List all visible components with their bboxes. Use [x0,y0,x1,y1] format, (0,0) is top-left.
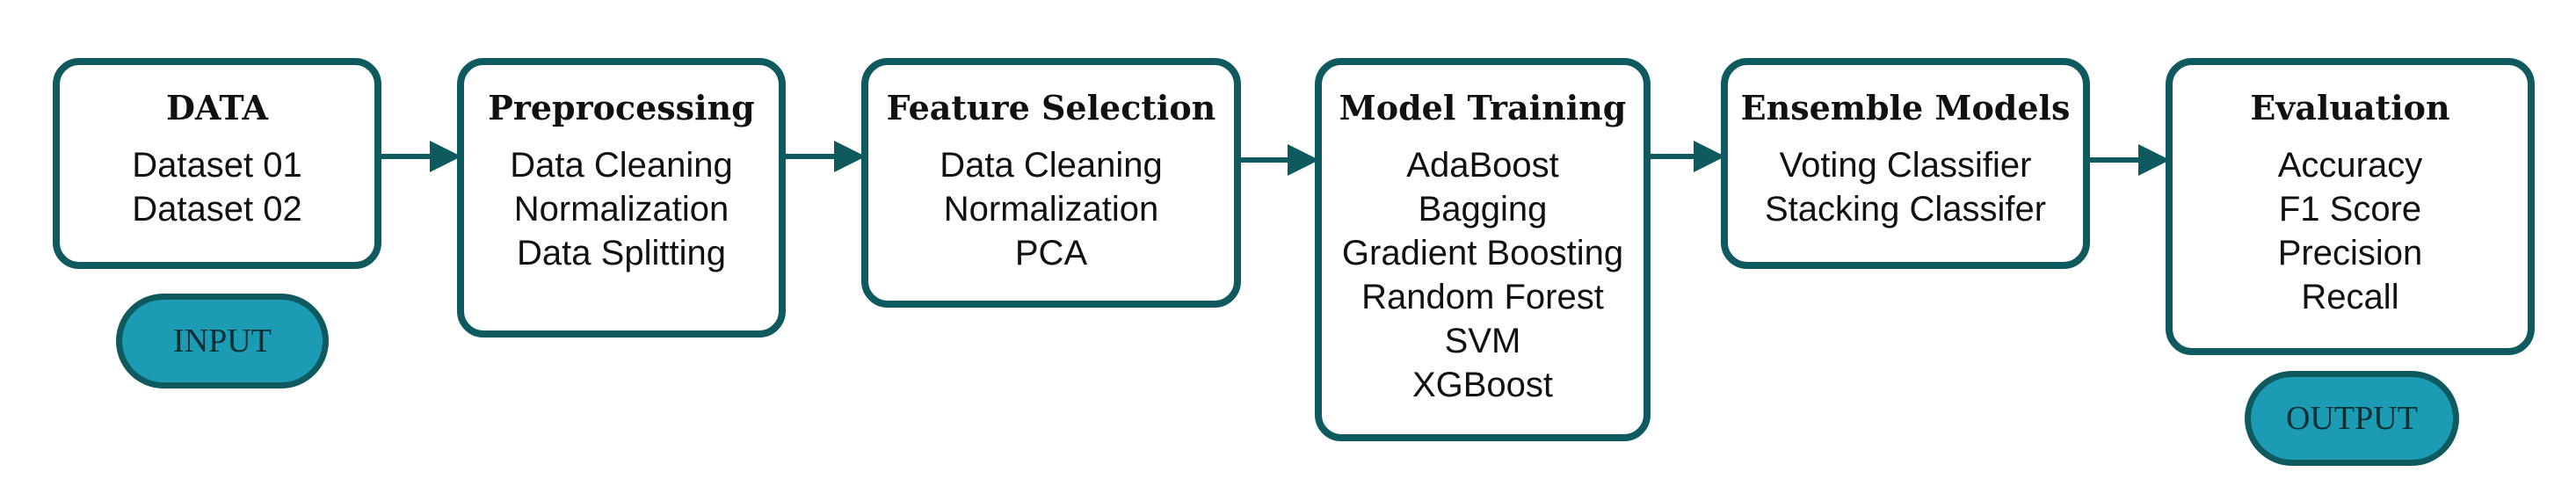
stage-item: Precision [2277,234,2423,272]
stage-item: Gradient Boosting [1341,234,1624,272]
stage-title: Preprocessing [488,88,755,127]
stage-item: Voting Classifier [1779,146,2032,185]
stage-item: Normalization [513,190,729,229]
stage-item: Dataset 02 [132,190,302,229]
stage-item: XGBoost [1411,366,1554,404]
stage-box-evaluation: Evaluation Accuracy F1 Score Precision R… [2166,58,2535,355]
stage-title: Ensemble Models [1740,88,2071,127]
stage-title: Model Training [1339,88,1627,127]
stage-item: Normalization [943,190,1159,229]
stage-box-ensemble-models: Ensemble Models Voting Classifier Stacki… [1721,58,2090,269]
stage-item: Dataset 01 [132,146,302,185]
stage-item: AdaBoost [1406,146,1559,185]
stage-item: Data Splitting [517,234,726,272]
stage-item: SVM [1444,322,1521,360]
stage-item: PCA [1014,234,1088,272]
stage-title: DATA [165,88,269,127]
stage-box-feature-selection: Feature Selection Data Cleaning Normaliz… [861,58,1241,308]
stage-item: Data Cleaning [940,146,1163,185]
stage-item: Accuracy [2277,146,2423,185]
stage-box-data: DATA Dataset 01 Dataset 02 [53,58,381,269]
stage-item: Recall [2301,278,2399,316]
stage-title: Evaluation [2250,88,2450,127]
stage-item: Bagging [1418,190,1548,229]
output-badge: OUTPUT [2245,371,2459,466]
input-badge: INPUT [116,294,329,388]
stage-item: Random Forest [1361,278,1604,316]
stage-item: Data Cleaning [510,146,733,185]
stage-title: Feature Selection [886,88,1216,127]
stage-item: Stacking Classifer [1764,190,2047,229]
stage-box-model-training: Model Training AdaBoost Bagging Gradient… [1315,58,1651,441]
stage-item: F1 Score [2278,190,2422,229]
stage-box-preprocessing: Preprocessing Data Cleaning Normalizatio… [457,58,786,338]
